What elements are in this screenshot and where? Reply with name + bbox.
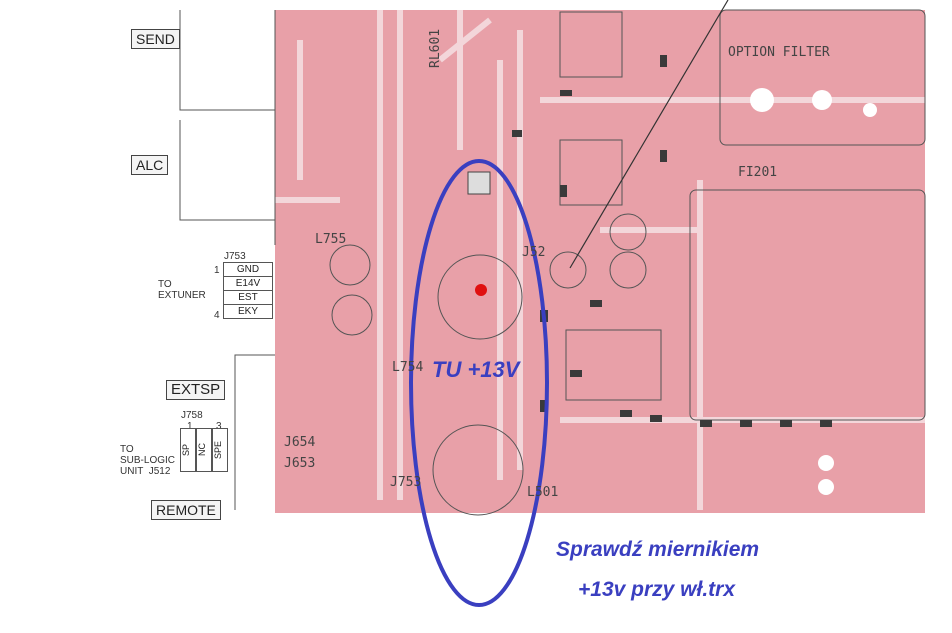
rl601-label: RL601 (428, 28, 443, 68)
j654-label: J654 (284, 435, 316, 450)
j753-pin-table: GND E14V EST EKY (223, 262, 273, 319)
j753-pin-first: 1 (214, 265, 220, 276)
option-filter-label: OPTION FILTER (728, 45, 830, 60)
j753-pin: E14V (223, 276, 273, 291)
j753-pin: EST (223, 290, 273, 305)
j758-pin-last: 3 (216, 421, 222, 432)
j52-label: J52 (522, 245, 546, 260)
note-line-1: Sprawdź miernikiem (556, 538, 760, 561)
l501-label: L501 (527, 485, 559, 500)
component-box (467, 171, 491, 195)
j753-board-label: J753 (390, 475, 422, 490)
remote-label: REMOTE (151, 500, 221, 520)
j758-pin: NC (196, 428, 212, 472)
j758-pin-first: 1 (187, 421, 193, 432)
j753-title: J753 (224, 251, 246, 262)
note-line-2: +13v przy wł.trx (578, 578, 735, 601)
j758-pin: SPE (212, 428, 228, 472)
j753-pin: EKY (223, 304, 273, 319)
j753-pin-last: 4 (214, 310, 220, 321)
test-point-dot (475, 284, 487, 296)
j758-destination: TO SUB-LOGIC UNIT J512 (120, 444, 176, 477)
extsp-label: EXTSP (166, 380, 226, 400)
j653-label: J653 (284, 456, 316, 471)
j758-title: J758 (181, 410, 203, 421)
l755-label: L755 (315, 232, 347, 247)
send-label: SEND (131, 29, 180, 49)
fi201-label: FI201 (738, 165, 778, 180)
j758-pin: SP (180, 428, 196, 472)
j753-destination: TO EXTUNER (158, 279, 206, 301)
j753-pin: GND (223, 262, 273, 277)
pointer-line (569, 0, 729, 269)
l754-label: L754 (392, 360, 424, 375)
tu-13v-label: TU +13V (432, 357, 520, 382)
highlight-ellipse (409, 159, 549, 607)
alc-label: ALC (131, 155, 169, 175)
